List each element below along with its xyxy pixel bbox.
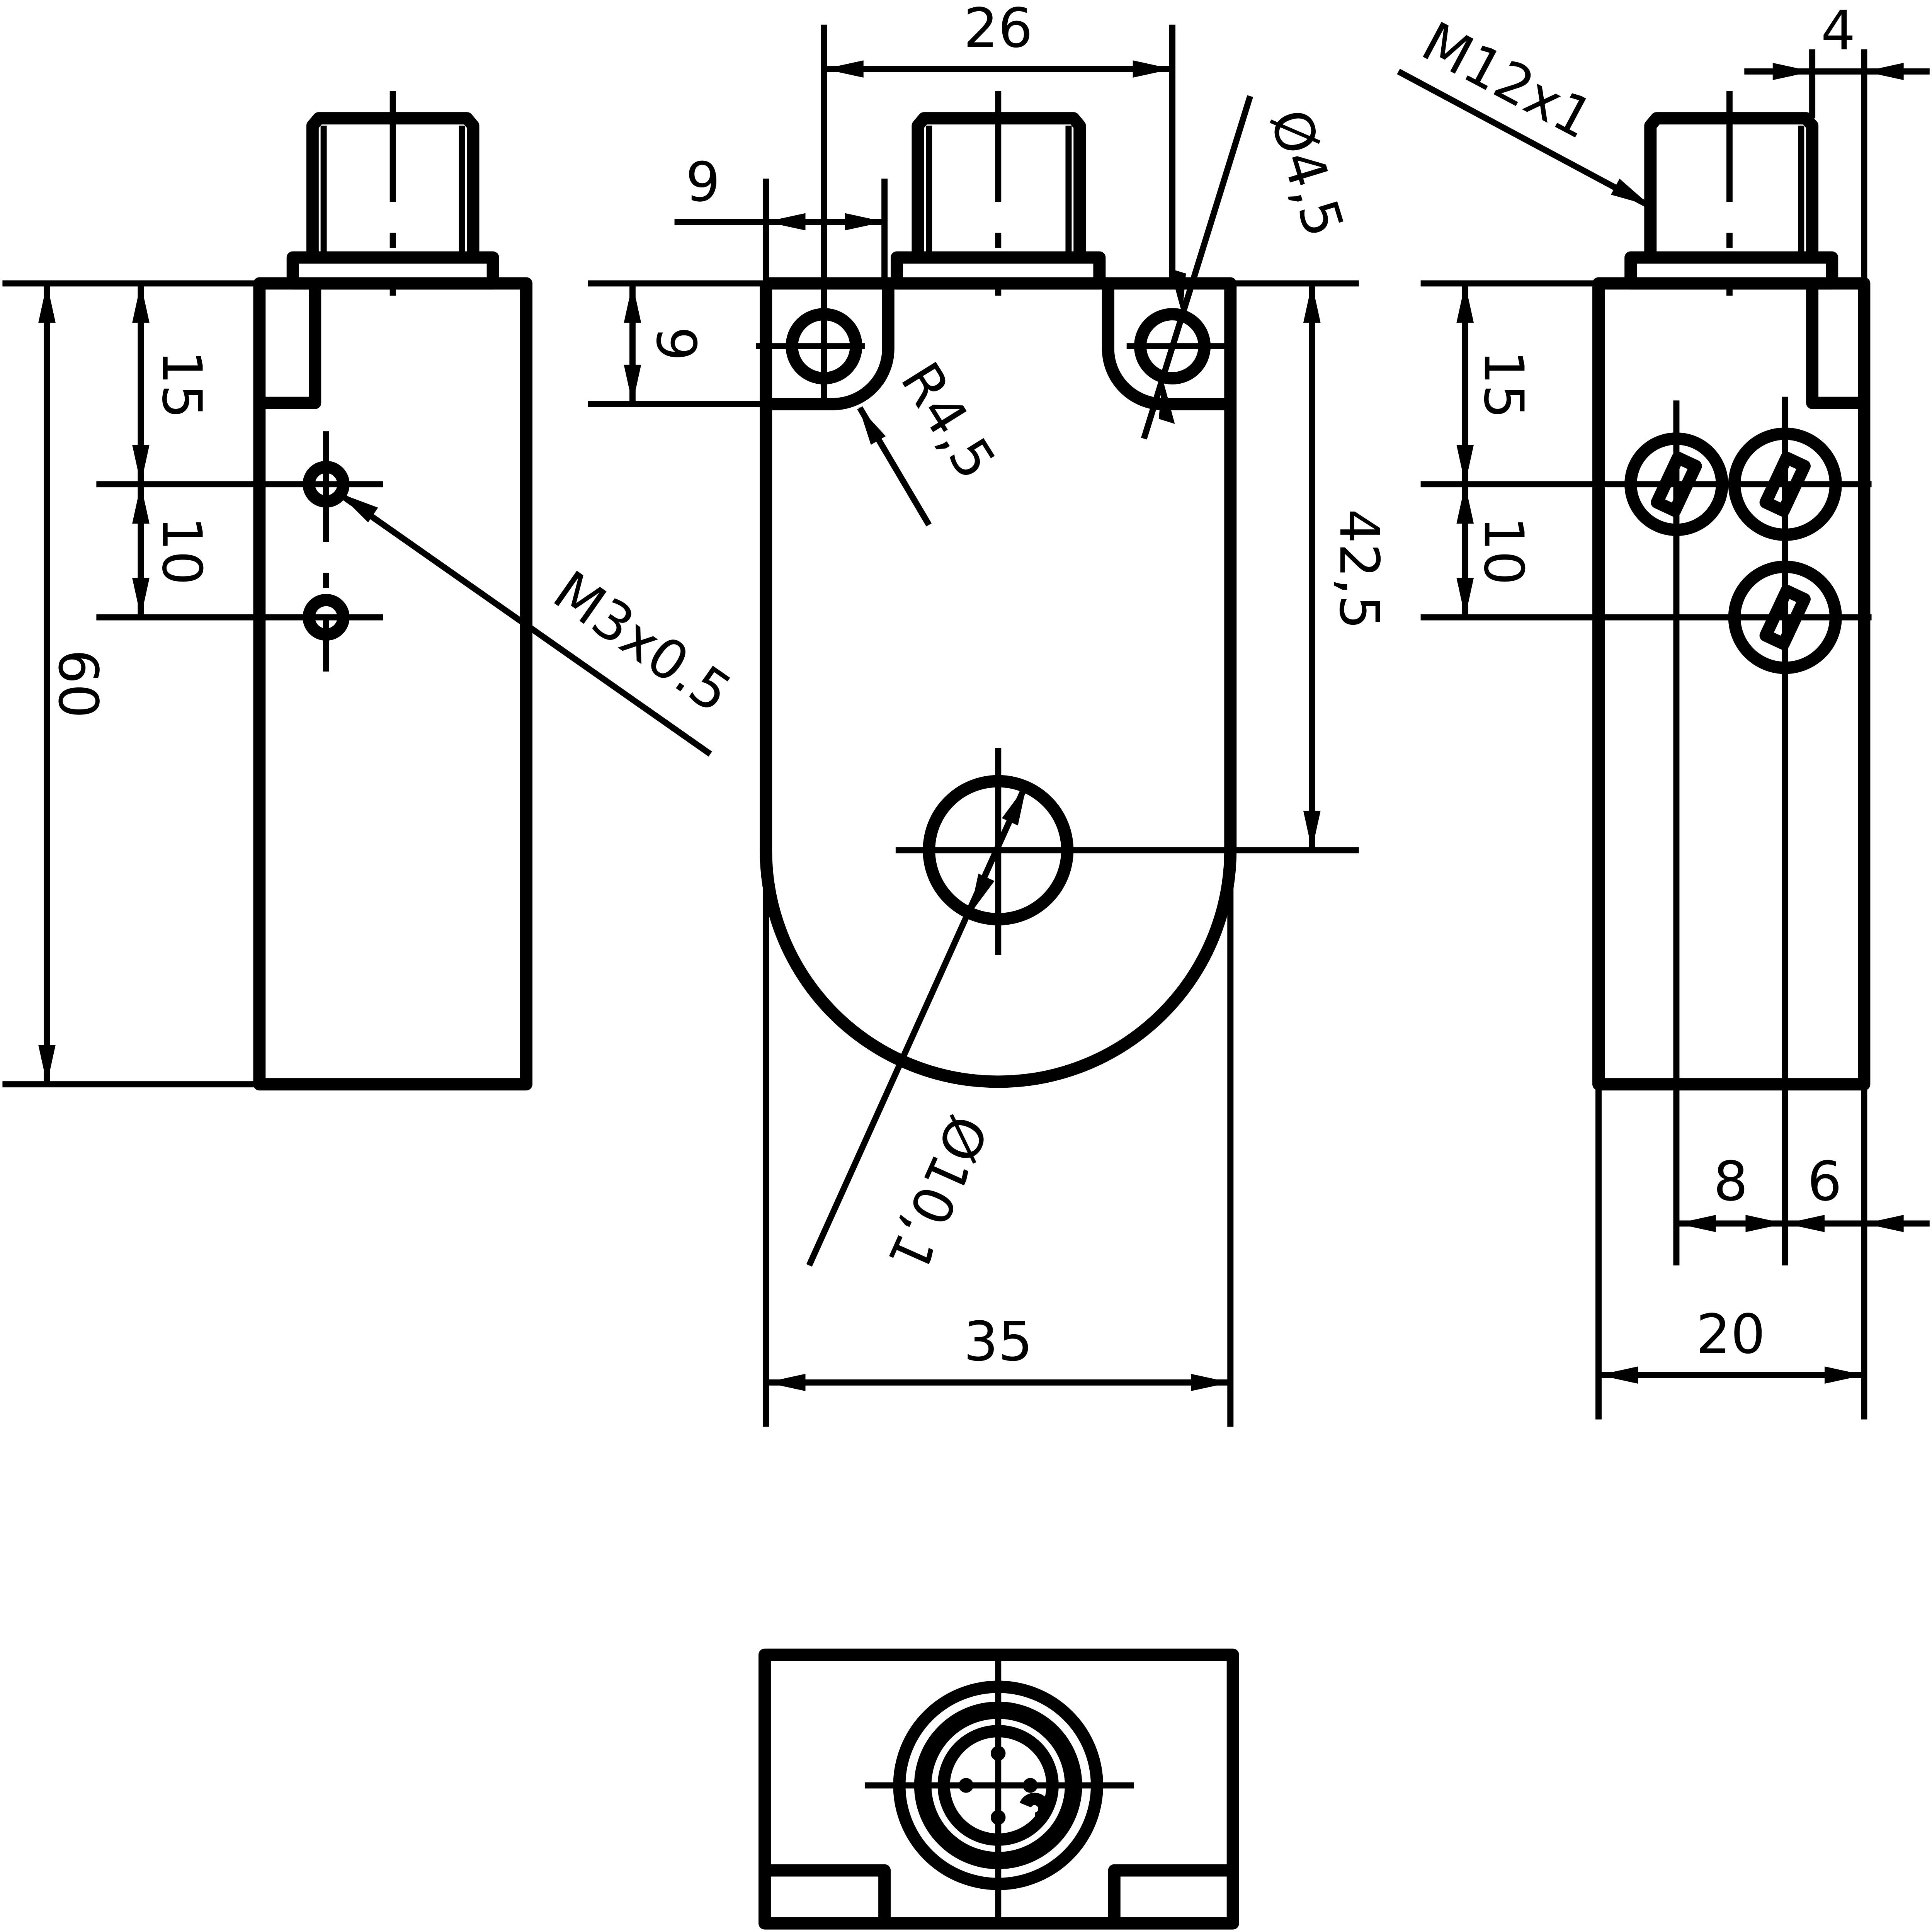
thread-m3-label: M3x0.5 (542, 559, 742, 725)
dim-8-arrow-left (1676, 1215, 1716, 1232)
dim-9v-arrow-bottom (624, 364, 641, 404)
right-notch (1806, 283, 1864, 409)
dim-60-arrow-bottom (38, 1045, 56, 1085)
dim-left-15-arrow-bottom (132, 445, 150, 485)
dim-20-label: 20 (1696, 1303, 1765, 1366)
radius-leader-arrow (858, 406, 886, 445)
dim-right-10-label: 10 (1472, 516, 1535, 585)
adjust-screw-lower-slot (1759, 585, 1811, 650)
connector-pin-1 (991, 1746, 1006, 1761)
dim-9v-label: 9 (644, 327, 707, 361)
dim-6-label: 6 (1807, 1150, 1842, 1213)
dim-left-10-label: 10 (150, 516, 213, 585)
dim-left-10-arrow-bottom (132, 578, 150, 617)
dim-60-label: 60 (46, 650, 109, 719)
connector-thread-ring (914, 1701, 1082, 1869)
connector-insert (937, 1725, 1059, 1846)
adjust-screw-left-slot (1651, 451, 1702, 517)
hole-diameter-leader (1141, 95, 1253, 440)
dim-9v-arrow-top (624, 283, 641, 323)
left-notch (259, 283, 321, 409)
dim-42-5-arrow-bottom (1303, 811, 1321, 850)
connector-coding-key (1019, 1793, 1051, 1825)
left-side-view: 60 15 10 M3x0.5 (2, 91, 742, 1091)
dim-left-15-arrow-top (132, 283, 150, 323)
front-view: 26 9 9 42,5 35 Ø4,5 R4,5 Ø10,1 (588, 0, 1390, 1427)
connector-pin-3 (1023, 1778, 1038, 1793)
dim-6-arrow-left (1785, 1215, 1825, 1232)
top-notch-left (764, 1864, 891, 1923)
dim-4-arrow-left (1772, 63, 1813, 80)
dim-26-arrow-right (1133, 60, 1173, 78)
bore-diameter-arrow-top (1002, 785, 1027, 826)
bore-diameter-leader (806, 785, 1028, 1267)
connector-pin-2 (958, 1778, 974, 1793)
dim-60-arrow-top (38, 283, 56, 323)
dim-26-arrow-left (824, 60, 864, 78)
top-notch-right (1108, 1864, 1233, 1923)
dim-left-15-label: 15 (150, 350, 213, 419)
top-view (758, 1648, 1239, 1930)
dim-20-arrow-right (1825, 1366, 1864, 1384)
m3-leader-arrow (338, 493, 378, 523)
dim-35-arrow-left (766, 1374, 806, 1391)
hole-diameter-label: Ø4,5 (1257, 102, 1355, 244)
adjust-screw-right-slot (1759, 451, 1811, 517)
right-side-view: 15 10 4 M12x1 8 6 20 (1397, 0, 1930, 1420)
dim-right-15-label: 15 (1472, 350, 1535, 419)
dim-4-arrow-right (1864, 63, 1904, 80)
dim-35-arrow-right (1190, 1374, 1231, 1391)
radius-label: R4,5 (888, 352, 1008, 490)
dim-8-arrow-right (1745, 1215, 1785, 1232)
dim-9h-arrow-right (845, 213, 885, 231)
dim-left-10-arrow-top (132, 484, 150, 524)
m3-leader-line (338, 492, 712, 757)
bore-diameter-label: Ø10,1 (875, 1106, 1000, 1281)
dim-9h-label: 9 (685, 151, 720, 214)
dim-26-label: 26 (964, 0, 1033, 60)
dim-6-arrow-right (1864, 1215, 1904, 1232)
dim-right-10-arrow-bottom (1456, 578, 1474, 617)
hole-diameter-arrow-inner (1158, 378, 1175, 424)
dim-35-label: 35 (964, 1311, 1033, 1374)
bore-diameter-arrow-bottom (969, 873, 995, 915)
dim-right-15-arrow-bottom (1456, 445, 1474, 485)
dim-8-label: 8 (1713, 1150, 1748, 1213)
dim-20-arrow-left (1599, 1366, 1638, 1384)
dim-4-label: 4 (1821, 0, 1855, 63)
connector-pin-4 (991, 1810, 1006, 1825)
dim-right-15-arrow-top (1456, 283, 1474, 323)
dim-42-5-arrow-top (1303, 283, 1321, 323)
m12-leader-arrow (1611, 179, 1651, 206)
dim-right-10-arrow-top (1456, 484, 1474, 524)
hole-diameter-arrow-outer (1170, 269, 1186, 315)
dim-42-5-label: 42,5 (1327, 509, 1390, 629)
connector-outer-ring (893, 1680, 1103, 1890)
dim-9h-arrow-left (766, 213, 806, 231)
m12-leader-line (1397, 68, 1651, 209)
